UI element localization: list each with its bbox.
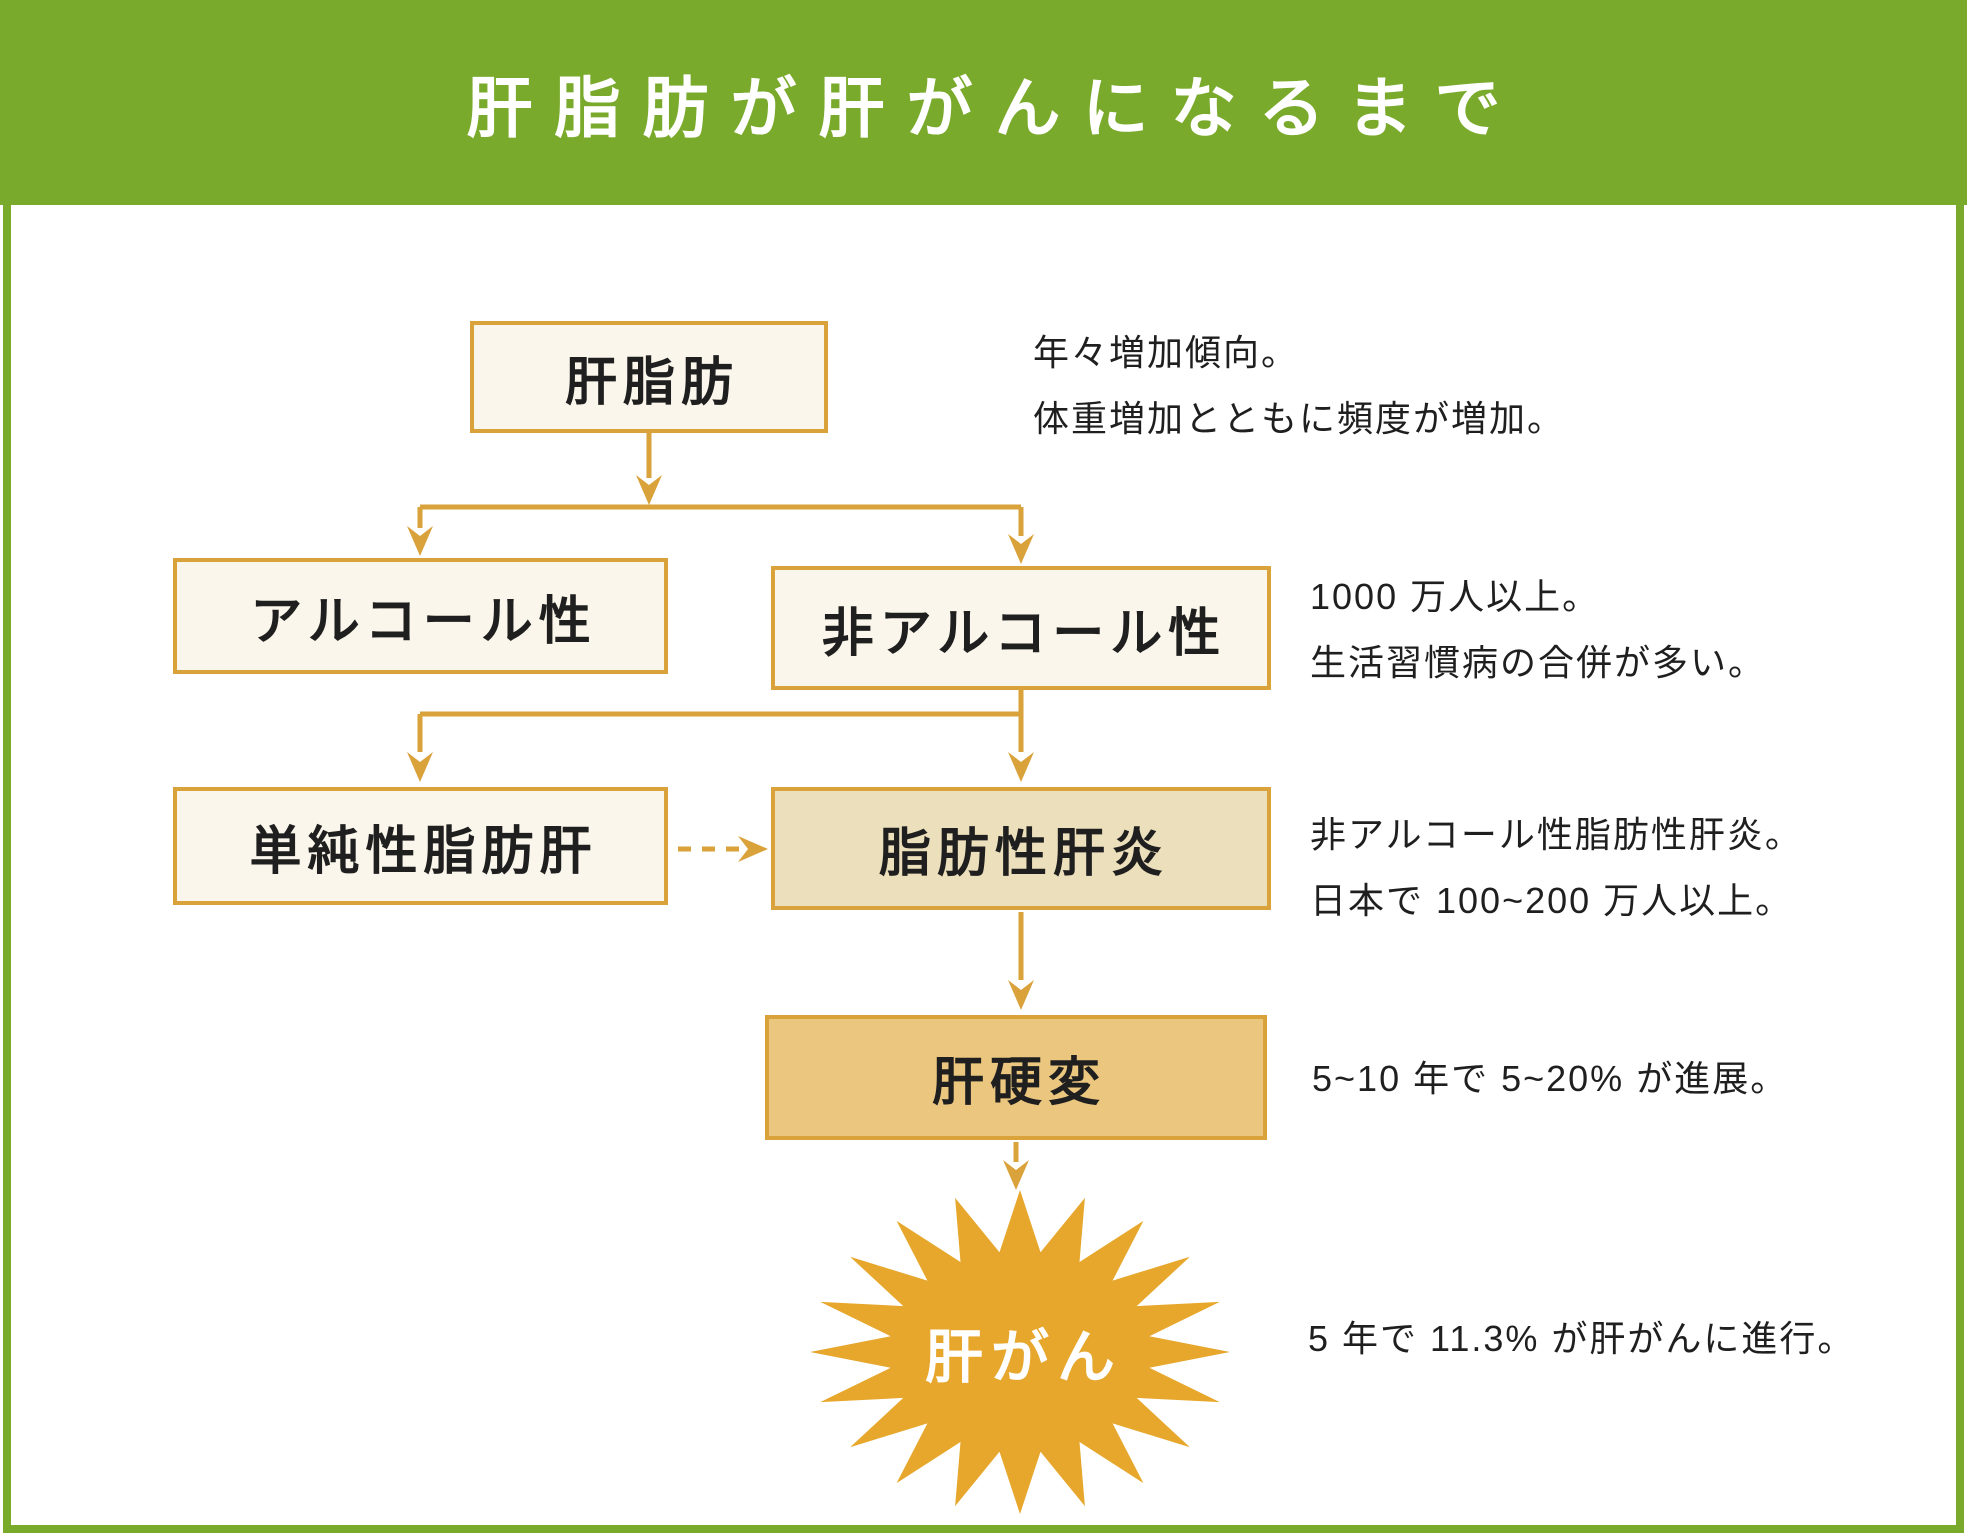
node-steatohepatitis: 脂肪性肝炎 (771, 787, 1271, 910)
node-alcoholic: アルコール性 (173, 558, 668, 674)
annotation-cirrhosis: 5~10 年で 5~20% が進展。 (1312, 1046, 1788, 1112)
node-fatty-liver: 肝脂肪 (470, 321, 828, 433)
node-non-alcoholic: 非アルコール性 (771, 566, 1271, 690)
arrow-dashed-simple-to-steatohepatitis (678, 836, 768, 862)
arrow-non-alcoholic-split (407, 690, 1034, 782)
arrow-fatty-liver-split (407, 433, 1034, 564)
annotation-line: 5~10 年で 5~20% が進展。 (1312, 1058, 1789, 1099)
header-band: 肝脂肪が肝がんになるまで (0, 0, 1967, 205)
arrow-steatohepatitis-to-cirrhosis (1008, 912, 1034, 1010)
annotation-line: 1000 万人以上。 (1310, 576, 1601, 617)
node-liver-cancer-label: 肝がん (924, 1325, 1123, 1390)
arrow-cirrhosis-to-liver-cancer (1003, 1142, 1029, 1190)
annotation-fatty-liver: 年々増加傾向。 体重増加とともに頻度が増加。 (1033, 320, 1565, 452)
node-simple-fatty-liver: 単純性脂肪肝 (173, 787, 668, 905)
page-title: 肝脂肪が肝がんになるまで (466, 70, 1523, 145)
annotation-line: 生活習慣病の合併が多い。 (1310, 642, 1767, 683)
annotation-line: 年々増加傾向。 (1033, 332, 1300, 373)
annotation-line: 非アルコール性脂肪性肝炎。 (1310, 814, 1803, 855)
annotation-line: 5 年で 11.3% が肝がんに進行。 (1308, 1318, 1856, 1359)
annotation-liver-cancer: 5 年で 11.3% が肝がんに進行。 (1308, 1306, 1855, 1372)
liver-cancer-star-shape (810, 1190, 1230, 1514)
annotation-line: 体重増加とともに頻度が増加。 (1033, 398, 1566, 439)
annotation-non-alcoholic: 1000 万人以上。 生活習慣病の合併が多い。 (1310, 564, 1766, 696)
node-cirrhosis: 肝硬変 (765, 1015, 1267, 1140)
annotation-line: 日本で 100~200 万人以上。 (1310, 880, 1794, 921)
annotation-steatohepatitis: 非アルコール性脂肪性肝炎。 日本で 100~200 万人以上。 (1310, 802, 1803, 934)
